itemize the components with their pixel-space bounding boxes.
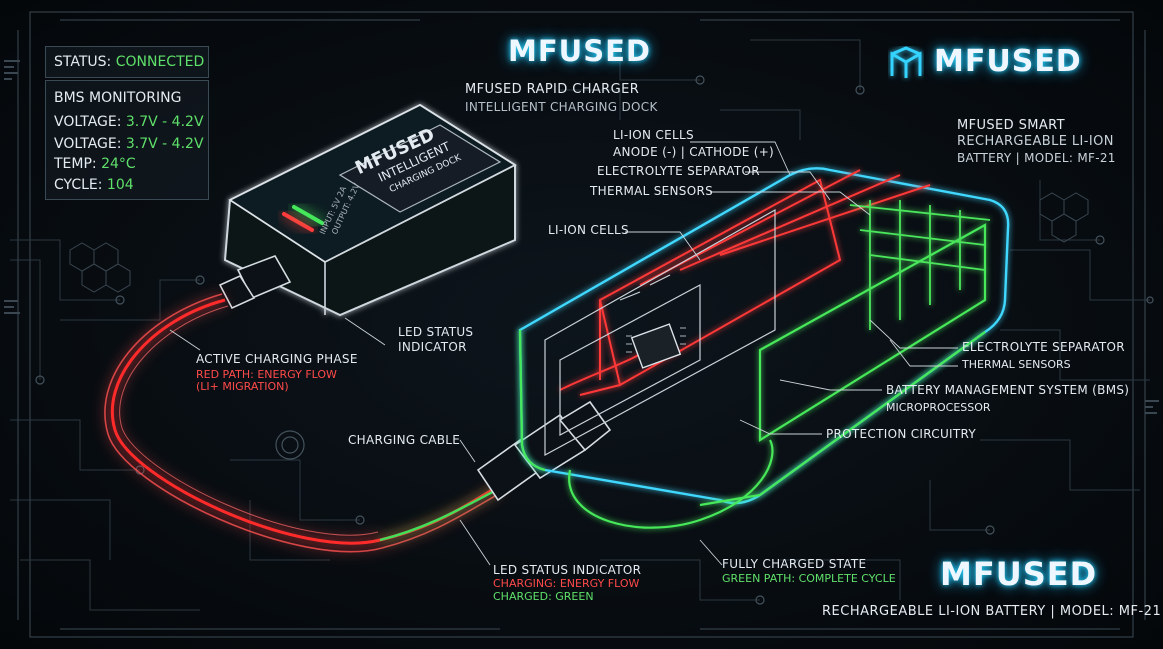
footer-model: RECHARGEABLE LI-ION BATTERY | MODEL: MF-… bbox=[822, 604, 1162, 619]
status-box: STATUS: CONNECTED bbox=[45, 46, 209, 78]
label-electrolyte-right: ELECTROLYTE SEPARATOR bbox=[962, 340, 1125, 354]
label-charging-cable: CHARGING CABLE bbox=[348, 433, 461, 447]
charger-plug bbox=[218, 255, 292, 310]
label-indicator: INDICATOR bbox=[398, 340, 467, 354]
label-microprocessor: MICROPROCESSOR bbox=[886, 401, 991, 414]
charger-led-green-icon bbox=[292, 205, 324, 225]
circuit-frame bbox=[17, 11, 1146, 638]
label-charged: CHARGED: GREEN bbox=[493, 590, 594, 603]
brand-logo-top-right: MFUSED bbox=[934, 44, 1082, 79]
bms-title: BMS MONITORING bbox=[54, 90, 182, 106]
charger-subtitle: INTELLIGENT CHARGING DOCK bbox=[465, 100, 658, 114]
battery-info-line1: MFUSED SMART bbox=[957, 118, 1066, 133]
label-green-path: GREEN PATH: COMPLETE CYCLE bbox=[722, 572, 896, 585]
bms-voltage-1: VOLTAGE: 3.7V - 4.2V bbox=[54, 114, 204, 130]
label-electrolyte-top: ELECTROLYTE SEPARATOR bbox=[597, 164, 760, 178]
label-fully-charged: FULLY CHARGED STATE bbox=[722, 557, 867, 571]
cable-green bbox=[379, 486, 501, 542]
battery-cells-green bbox=[849, 200, 991, 330]
bms-cycle: CYCLE: 104 bbox=[54, 177, 134, 193]
label-li-ion-cells-mid: LI-ION CELLS bbox=[548, 223, 629, 237]
bms-voltage-2: VOLTAGE: 3.7V - 4.2V bbox=[54, 136, 204, 152]
charger-title: MFUSED RAPID CHARGER bbox=[465, 82, 640, 97]
battery-pack-outline-green bbox=[518, 223, 987, 529]
charger-led-red-icon bbox=[282, 212, 314, 232]
status-text: STATUS: CONNECTED bbox=[54, 54, 205, 70]
label-bms: BATTERY MANAGEMENT SYSTEM (BMS) bbox=[886, 383, 1130, 397]
label-led-status: LED STATUS bbox=[398, 325, 474, 339]
label-led-bottom: LED STATUS INDICATOR bbox=[493, 563, 642, 577]
bms-temp: TEMP: 24°C bbox=[54, 156, 136, 172]
label-protection: PROTECTION CIRCUITRY bbox=[826, 427, 977, 441]
label-li-ion-cells-top: LI-ION CELLS bbox=[613, 128, 694, 142]
leader-lines bbox=[169, 141, 958, 566]
brand-logo-top-center: MFUSED bbox=[508, 34, 651, 68]
bms-chip-icon bbox=[626, 323, 686, 369]
label-red-path: RED PATH: ENERGY FLOW bbox=[196, 368, 337, 381]
circuit-traces bbox=[10, 39, 1150, 611]
side-ticks bbox=[4, 60, 1159, 414]
battery-info-line2: RECHARGEABLE LI-ION bbox=[957, 134, 1114, 149]
status-value: CONNECTED bbox=[115, 54, 205, 70]
circuit-nodes bbox=[35, 75, 1154, 605]
label-active-phase: ACTIVE CHARGING PHASE bbox=[196, 352, 358, 366]
label-thermal-right: THERMAL SENSORS bbox=[962, 358, 1071, 371]
brand-mark-icon bbox=[888, 46, 924, 82]
battery-info-line3: BATTERY | MODEL: MF-21 bbox=[957, 151, 1116, 165]
bms-panel: BMS MONITORING VOLTAGE: 3.7V - 4.2V VOLT… bbox=[45, 80, 209, 200]
label-thermal-top: THERMAL SENSORS bbox=[590, 184, 714, 198]
label-charging: CHARGING: ENERGY FLOW bbox=[493, 577, 640, 590]
label-anode-cathode: ANODE (-) | CATHODE (+) bbox=[613, 145, 775, 159]
brand-logo-bottom-right: MFUSED bbox=[940, 555, 1098, 593]
hexagon-cluster bbox=[69, 192, 1089, 293]
label-li-migration: (LI+ MIGRATION) bbox=[196, 380, 289, 393]
battery-internals bbox=[544, 208, 776, 457]
